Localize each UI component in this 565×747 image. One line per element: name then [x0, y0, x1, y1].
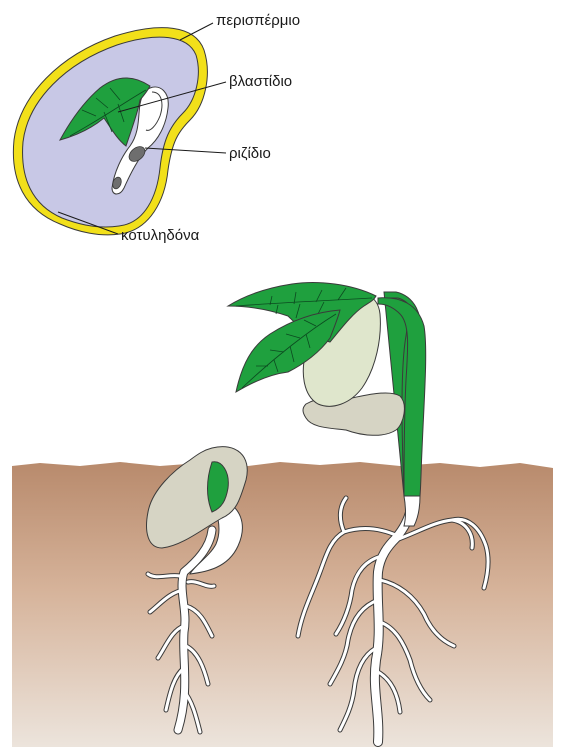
label-radicle: ριζίδιο	[229, 145, 271, 162]
label-plumule: βλαστίδιο	[229, 73, 292, 90]
label-seed-coat: περισπέρμιο	[216, 12, 300, 29]
seed-cross-section	[13, 28, 207, 235]
label-cotyledon: κοτυληδόνα	[121, 227, 200, 244]
soil	[12, 462, 553, 747]
